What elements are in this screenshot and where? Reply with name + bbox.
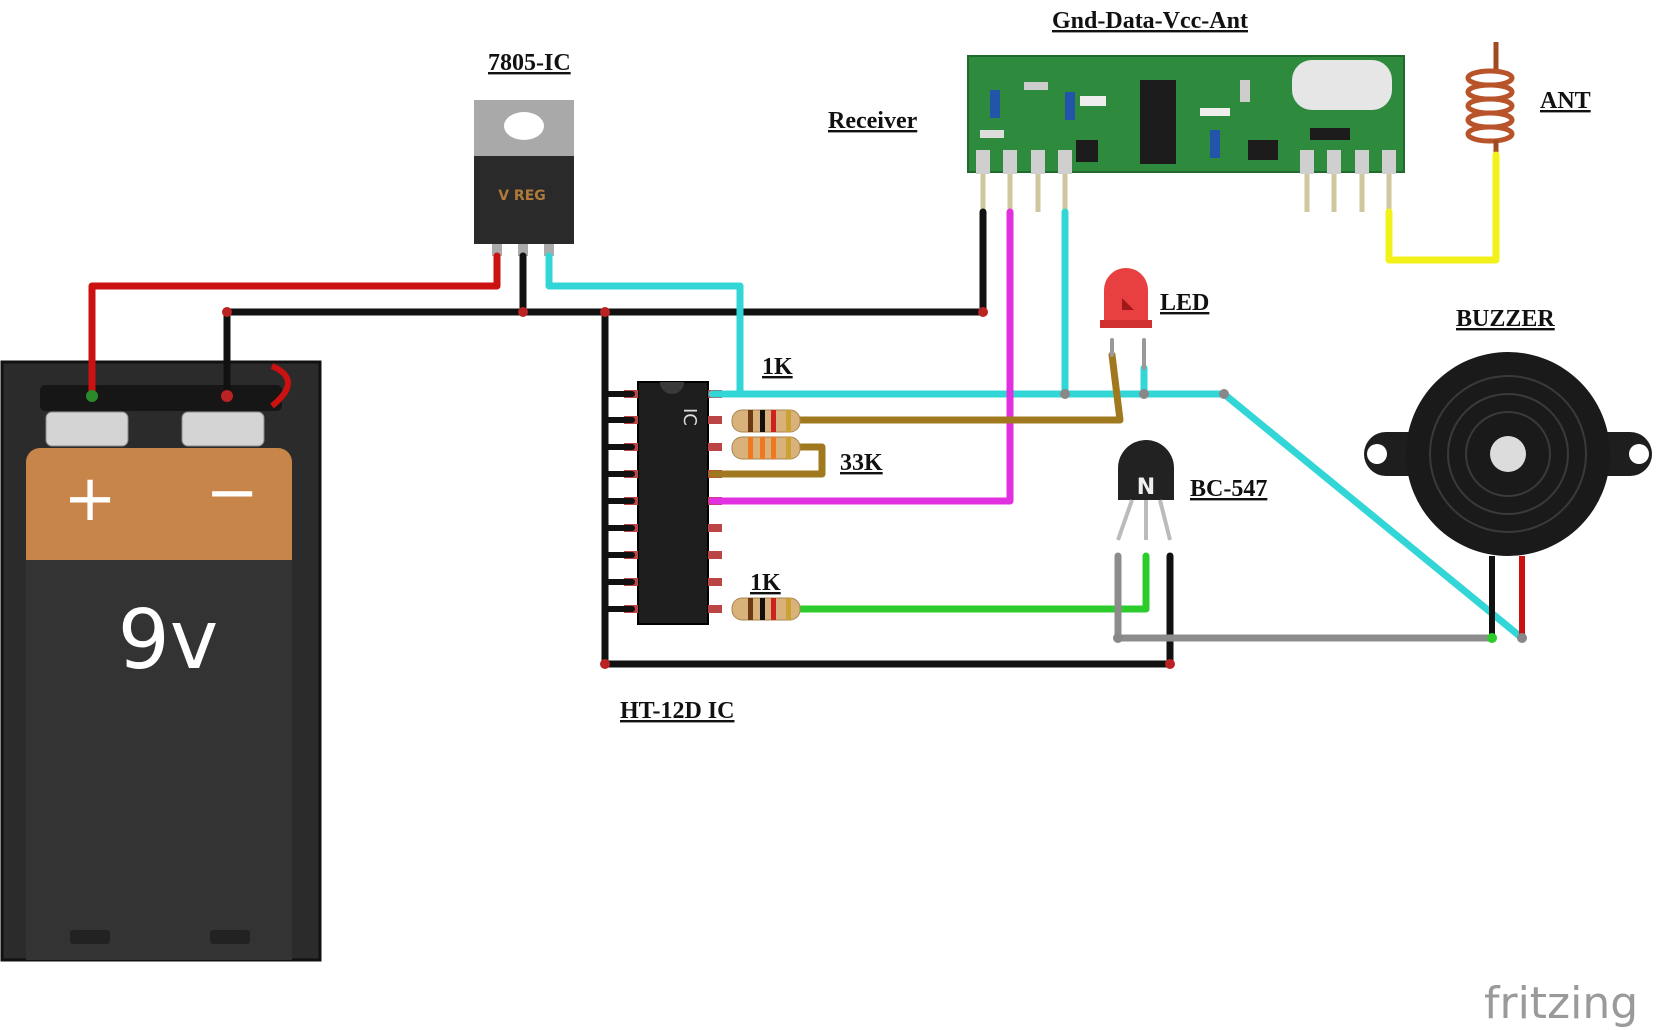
resistor-mid-label: 33K	[840, 450, 883, 476]
base-wire	[796, 552, 1150, 613]
led-wire	[796, 351, 1124, 424]
decoder-label: HT-12D IC	[620, 698, 734, 724]
resistor-33k	[731, 436, 801, 460]
transistor-label: BC-547	[1190, 476, 1267, 502]
buzzer	[1364, 352, 1652, 638]
antenna-label: ANT	[1540, 88, 1591, 114]
resistor-bottom-label: 1K	[750, 570, 781, 596]
battery-9v: + − 9v	[0, 360, 322, 962]
battery-voltage-text: 9v	[118, 593, 219, 688]
osc-wire	[708, 443, 826, 478]
ground-wire-top	[223, 208, 987, 316]
fritzing-watermark: fritzing	[1484, 978, 1638, 1029]
battery-minus-sign: −	[205, 456, 259, 530]
regulator-7805: V REG	[474, 100, 574, 256]
led-label: LED	[1160, 290, 1209, 316]
data-wire	[708, 208, 1014, 505]
vcc-wire	[545, 252, 744, 398]
antenna-coil	[1465, 42, 1515, 155]
receiver-label: Receiver	[828, 108, 918, 134]
rf-receiver-module	[967, 55, 1405, 212]
junction-dots	[86, 307, 1527, 669]
resistor-top-label: 1K	[762, 354, 793, 380]
decoder-marking: IC	[679, 408, 700, 426]
resistor-1k-bottom	[731, 597, 801, 621]
ground-wire-left	[601, 308, 1174, 668]
transistor-bc547: N	[1116, 440, 1174, 541]
regulator-marking: V REG	[498, 188, 546, 204]
receiver-pins-label: Gnd-Data-Vcc-Ant	[1052, 8, 1248, 34]
ht12d-decoder-ic: IC	[624, 381, 722, 625]
regulator-label: 7805-IC	[488, 50, 571, 76]
led	[1100, 268, 1152, 328]
resistor-1k-top	[731, 409, 801, 433]
buzzer-label: BUZZER	[1456, 306, 1555, 332]
battery-plus-sign: +	[63, 462, 117, 536]
transistor-marking: N	[1137, 475, 1155, 500]
power-wire	[88, 252, 501, 400]
antenna-wire	[1385, 151, 1500, 264]
